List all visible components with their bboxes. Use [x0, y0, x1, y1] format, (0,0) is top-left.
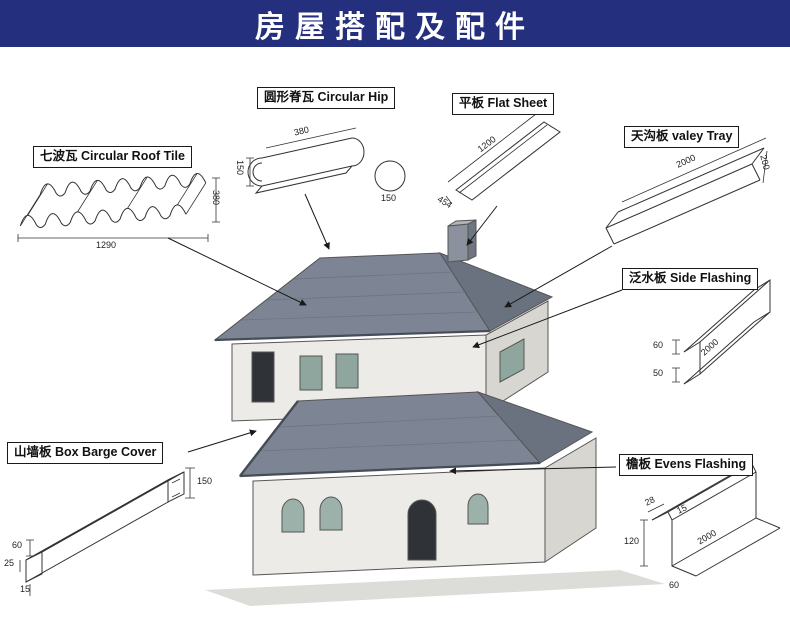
page-header: 房屋搭配及配件 — [0, 0, 790, 47]
circular-hip-drawing — [246, 127, 406, 194]
dim-barge-height: 150 — [197, 476, 213, 486]
lower-roof-right — [476, 390, 594, 464]
callout-valley-tray — [504, 245, 613, 308]
eaves-flashing-drawing — [640, 463, 781, 577]
arch-window-2 — [319, 496, 343, 531]
upper-door — [251, 351, 275, 403]
upper-window-1 — [299, 355, 323, 391]
label-flat-sheet-text: 平板 Flat Sheet — [459, 96, 548, 110]
house-illustration — [205, 219, 665, 606]
lower-wall-right — [544, 437, 597, 563]
roof-tile-drawing — [17, 172, 220, 242]
dim-barge-lip: 25 — [4, 558, 15, 568]
label-circular-hip: 圆形脊瓦 Circular Hip — [257, 87, 396, 109]
valley-tray-drawing — [605, 137, 768, 245]
callout-circular-hip — [304, 193, 330, 250]
chimney — [447, 219, 477, 263]
dim-roof-tile-width: 380 — [211, 189, 222, 206]
dim-eaves-bottom: 60 — [669, 580, 680, 590]
lower-eave-fascia — [239, 461, 541, 478]
callout-flat-sheet — [466, 205, 498, 246]
callout-lines — [167, 193, 623, 475]
dim-side-bottom: 50 — [653, 368, 664, 378]
label-eaves-flashing: 檐板 Evens Flashing — [619, 454, 754, 476]
label-valley-tray-text: 天沟板 valey Tray — [631, 129, 733, 143]
upper-window-right — [499, 338, 525, 383]
label-roof-tile-text: 七波瓦 Circular Roof Tile — [40, 149, 185, 163]
dim-eaves-face: 120 — [624, 536, 640, 546]
lower-door — [407, 499, 437, 561]
page-title: 房屋搭配及配件 — [255, 10, 535, 44]
callout-side-flashing — [472, 289, 623, 349]
hip-end-view-circle — [374, 160, 406, 192]
side-flashing-drawing — [672, 279, 771, 385]
label-valley-tray: 天沟板 valey Tray — [624, 126, 740, 148]
upper-window-2 — [335, 353, 359, 389]
label-barge-cover-text: 山墙板 Box Barge Cover — [14, 445, 157, 459]
roof-tile-texture-upper — [240, 271, 479, 321]
dim-hip-diameter: 150 — [381, 193, 397, 203]
label-flat-sheet: 平板 Flat Sheet — [452, 93, 555, 115]
ground-shadow — [205, 570, 665, 606]
label-eaves-flashing-text: 檐板 Evens Flashing — [626, 457, 747, 471]
callout-roof-tile — [167, 237, 307, 306]
dim-hip-height: 150 — [235, 159, 246, 176]
arch-window-3 — [467, 493, 489, 525]
label-roof-tile: 七波瓦 Circular Roof Tile — [33, 146, 192, 168]
flat-sheet-drawing — [445, 113, 561, 205]
label-barge-cover: 山墙板 Box Barge Cover — [7, 442, 164, 464]
dim-roof-tile-length: 1290 — [96, 240, 117, 250]
callout-barge-cover — [187, 429, 257, 453]
dim-side-top: 60 — [653, 340, 664, 350]
dim-barge-edge: 15 — [20, 584, 31, 594]
barge-cover-drawing — [19, 467, 195, 596]
barge-edge-line — [239, 400, 299, 477]
label-circular-hip-text: 圆形脊瓦 Circular Hip — [264, 90, 389, 104]
dim-barge-top: 60 — [12, 540, 23, 550]
callout-eaves-flashing — [449, 466, 617, 475]
label-side-flashing: 泛水板 Side Flashing — [622, 268, 759, 290]
roof-tile-texture-lower — [258, 415, 520, 452]
upper-eave-fascia — [214, 329, 491, 342]
label-side-flashing-text: 泛水板 Side Flashing — [629, 271, 752, 285]
arch-window-1 — [281, 498, 305, 533]
